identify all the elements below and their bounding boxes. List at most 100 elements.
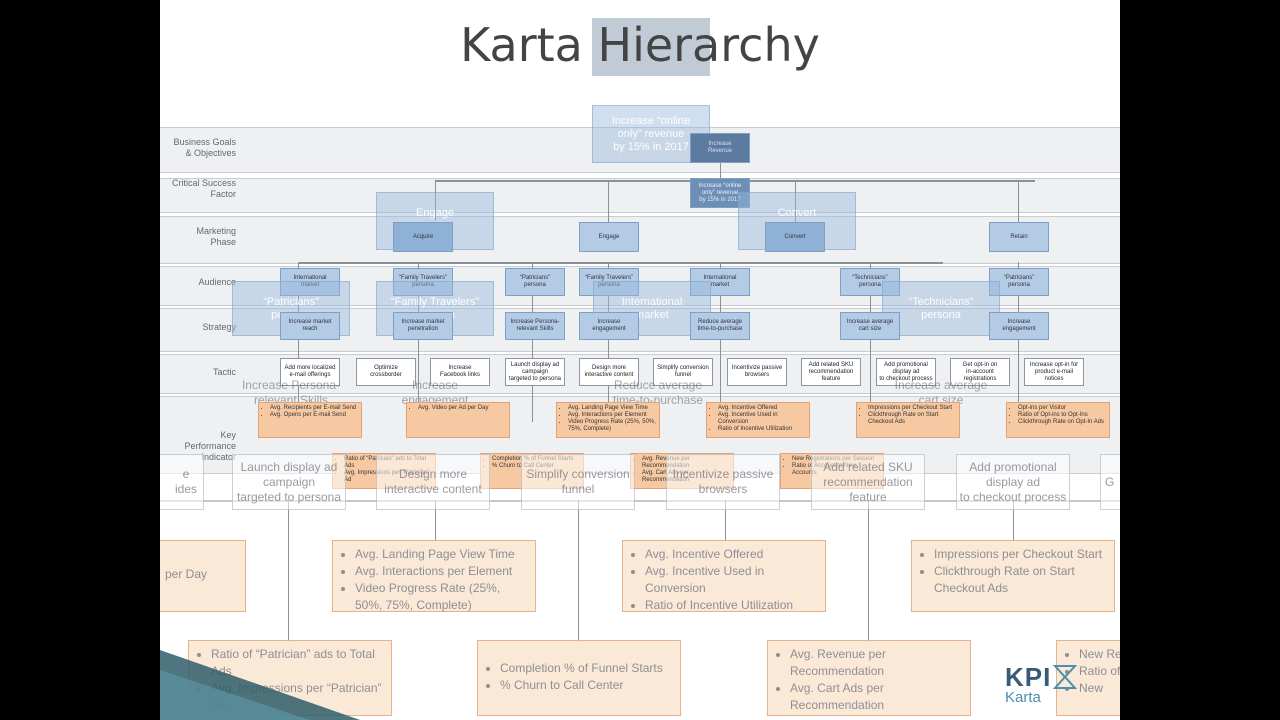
- kpi-box-checkout: Impressions per Checkout StartClickthrou…: [856, 402, 960, 438]
- kpi-item: New Rep: [1079, 646, 1120, 663]
- connector: [288, 500, 289, 642]
- connector: [720, 162, 721, 180]
- kpi-item: % Churn to Call Center: [500, 677, 672, 694]
- hourglass-icon: [1053, 665, 1078, 689]
- phase-engage[interactable]: Engage: [579, 222, 639, 252]
- tactic-sku-recommendation[interactable]: Add related SKU recommendation feature: [801, 358, 861, 386]
- audience-family-travelers[interactable]: “Family Travelers” persona: [393, 268, 453, 296]
- kpi-box-landing: Avg. Landing Page View TimeAvg. Interact…: [556, 402, 660, 438]
- connector: [868, 500, 869, 642]
- connector: [418, 262, 419, 422]
- kpi-box-email: Avg. Recipients per E-mail SendAvg. Open…: [258, 402, 362, 438]
- phase-retain[interactable]: Retain: [989, 222, 1049, 252]
- kpi-item: Avg. Landing Page View Time: [355, 546, 527, 563]
- ghost-tactic-incentivize: Incentivize passive browsers: [666, 454, 780, 510]
- strategy-engagement[interactable]: Increase engagement: [579, 312, 639, 340]
- kpi-item: Avg. Revenue per Recommendation: [642, 456, 730, 470]
- row-label-marketing-phase: Marketing Phase: [196, 226, 236, 247]
- row-label-business-goals: Business Goals & Objectives: [173, 137, 236, 158]
- tactic-localized-email[interactable]: Add more localized e-mail offerings: [280, 358, 340, 386]
- audience-patricians[interactable]: “Patricians” persona: [505, 268, 565, 296]
- connector: [795, 180, 796, 222]
- connector: [532, 262, 533, 422]
- audience-family-travelers-2[interactable]: “Family Travelers” persona: [579, 268, 639, 296]
- connector: [720, 262, 721, 422]
- csf-box[interactable]: Increase “online only” revenue by 15% in…: [690, 178, 750, 208]
- strategy-market-reach[interactable]: Increase market reach: [280, 312, 340, 340]
- strategy-time-to-purchase[interactable]: Reduce average time-to-purchase: [690, 312, 750, 340]
- logo-kpi-text: KPI: [1005, 662, 1052, 692]
- kpi-item: Avg. Incentive Used in Conversion: [718, 412, 806, 426]
- tactic-incentivize[interactable]: Incentivize passive browsers: [727, 358, 787, 386]
- slide: Business Goals & Objectives Critical Suc…: [160, 0, 1120, 720]
- connector: [608, 262, 609, 422]
- ghost-tactic-right: G: [1100, 454, 1120, 510]
- phase-acquire[interactable]: Acquire: [393, 222, 453, 252]
- connector: [1013, 500, 1014, 540]
- kpi-item: New: [1079, 680, 1120, 697]
- audience-international-2[interactable]: International market: [690, 268, 750, 296]
- bottom-kpi-2: Avg. Landing Page View TimeAvg. Interact…: [332, 540, 536, 612]
- ghost-tactic-left: e ides: [160, 454, 204, 510]
- bottom-kpi-1: per Day: [160, 540, 246, 612]
- kpi-item: Avg. Landing Page View Time: [568, 405, 656, 412]
- kpi-item: Impressions per Checkout Start: [934, 546, 1106, 563]
- ghost-tactic-design: Design more interactive content: [376, 454, 490, 510]
- kpi-item: Clickthrough Rate on Opt-In Ads: [1018, 419, 1106, 426]
- bottom-kpi-4: Impressions per Checkout StartClickthrou…: [911, 540, 1115, 612]
- kpi-item: Ratio of Incentive Utilization: [645, 597, 817, 614]
- kpi-item: Avg. Video per Ad per Day: [418, 405, 506, 412]
- tactic-opt-in-registration[interactable]: Get opt-in on in-account registrations: [950, 358, 1010, 386]
- kpi-item: Avg. Incentive Offered: [718, 405, 806, 412]
- connector: [298, 262, 299, 422]
- tactic-launch-display[interactable]: Launch display ad campaign targeted to p…: [505, 358, 565, 386]
- connector: [1018, 262, 1019, 422]
- connector: [298, 262, 943, 264]
- bottom-kpi-7: Avg. Revenue per RecommendationAvg. Cart…: [767, 640, 971, 716]
- row-label-tactic: Tactic: [212, 367, 236, 377]
- kpi-item: Impressions per Checkout Start: [868, 405, 956, 412]
- kpi-item: Avg. Revenue per Recommendation: [790, 646, 962, 680]
- kpi-item: Avg. Cart Ads per Recommendation: [790, 680, 962, 714]
- kpi-item: Ratio of: [1079, 663, 1120, 680]
- bottom-kpi-3: Avg. Incentive OfferedAvg. Incentive Use…: [622, 540, 826, 612]
- strategy-persona-skills[interactable]: Increase Persona- relevant Skills: [505, 312, 565, 340]
- bottom-kpi-6: Completion % of Funnel Starts% Churn to …: [477, 640, 681, 716]
- tactic-facebook-links[interactable]: Increase Facebook links: [430, 358, 490, 386]
- strategy-market-penetration[interactable]: Increase market penetration: [393, 312, 453, 340]
- ghost-tactic-promo: Add promotional display ad to checkout p…: [956, 454, 1070, 510]
- strategy-engagement-2[interactable]: Increase engagement: [989, 312, 1049, 340]
- tactic-promotional-ad[interactable]: Add promotional display ad to checkout p…: [876, 358, 936, 386]
- kpi-item: Avg. Interactions per Element: [568, 412, 656, 419]
- tactic-simplify-funnel[interactable]: Simplify conversion funnel: [653, 358, 713, 386]
- row-label-csf: Critical Success Factor: [171, 178, 236, 199]
- ghost-technicians: “Technicians” persona: [882, 281, 1000, 336]
- connector: [578, 500, 579, 642]
- kpi-box-video: Avg. Video per Ad per Day: [406, 402, 510, 438]
- tactic-optimize-crossborder[interactable]: Optimize crossborder: [356, 358, 416, 386]
- audience-international[interactable]: International market: [280, 268, 340, 296]
- band-marketing-phase: [160, 216, 1120, 264]
- kpi-item: Avg. Recipients per E-mail Send: [270, 405, 358, 412]
- phase-convert[interactable]: Convert: [765, 222, 825, 252]
- row-label-audience: Audience: [198, 277, 236, 287]
- connector: [608, 180, 609, 222]
- goal-box[interactable]: Increase Revenue: [690, 133, 750, 163]
- connector: [725, 500, 726, 540]
- kpi-item: Opt-ins per Visitor: [1018, 405, 1106, 412]
- kpi-item: Avg. Opens per E-mail Send: [270, 412, 358, 419]
- audience-technicians[interactable]: “Technicians” persona: [840, 268, 900, 296]
- tactic-opt-in-notices[interactable]: Increase opt-in for product e-mail notic…: [1024, 358, 1084, 386]
- row-label-strategy: Strategy: [202, 322, 236, 332]
- kpi-item: Video Progress Rate (25%, 50%, 75%, Comp…: [568, 419, 656, 433]
- logo-karta-text: Karta: [1005, 689, 1041, 706]
- kpi-item: Avg. Incentive Used in Conversion: [645, 563, 817, 597]
- kpi-item: Avg. Interactions per Element: [355, 563, 527, 580]
- ghost-tactic-simplify: Simplify conversion funnel: [521, 454, 635, 510]
- kpi-item: Ratio of Incentive Utilization: [718, 426, 806, 433]
- tactic-interactive-content[interactable]: Design more interactive content: [579, 358, 639, 386]
- band-business-goals: [160, 127, 1120, 173]
- kpi-item: Clickthrough Rate on Start Checkout Ads: [868, 412, 956, 426]
- kpi-box-incentive: Avg. Incentive OfferedAvg. Incentive Use…: [706, 402, 810, 438]
- strategy-cart-size[interactable]: Increase average cart size: [840, 312, 900, 340]
